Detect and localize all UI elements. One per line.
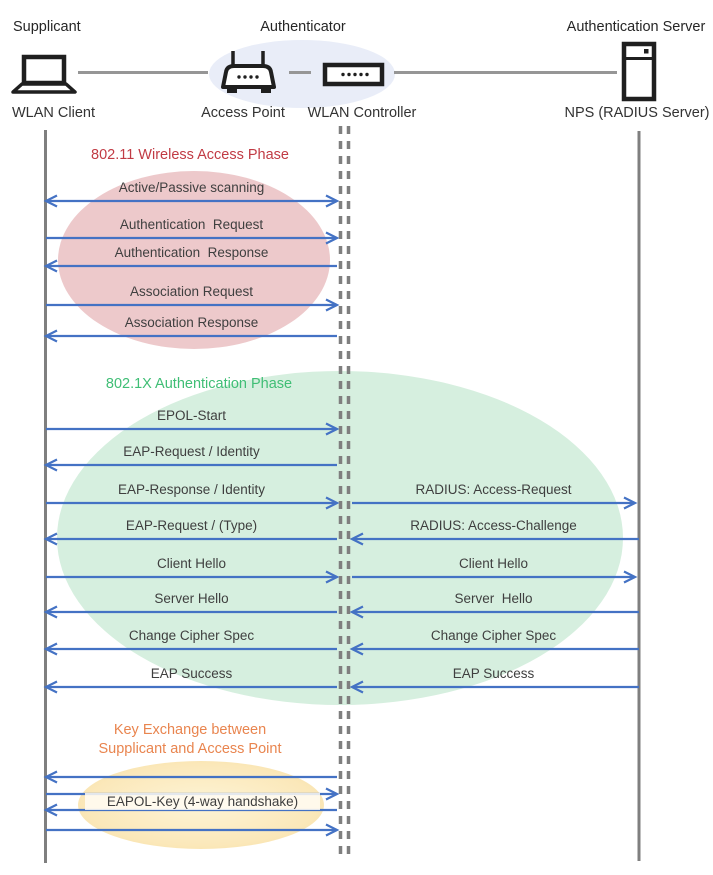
message-label: Change Cipher Spec xyxy=(430,628,557,643)
message-arrowhead xyxy=(43,259,58,273)
message-label: Client Hello xyxy=(458,556,529,571)
server-icon xyxy=(621,41,657,102)
node-label-wlan-client: WLAN Client xyxy=(12,105,95,121)
message-label: Server Hello xyxy=(454,591,533,606)
message-arrowhead xyxy=(349,532,364,546)
message-arrowhead xyxy=(325,231,340,245)
message-arrowhead xyxy=(325,422,340,436)
message-arrowhead xyxy=(43,329,58,343)
message-label: Authentication Response xyxy=(114,245,269,260)
laptop-icon xyxy=(11,54,77,94)
message-arrowhead xyxy=(325,787,340,801)
message-label: Server Hello xyxy=(154,591,229,606)
message-arrowhead xyxy=(325,570,340,584)
phase-title-wireless-access: 802.11 Wireless Access Phase xyxy=(91,147,289,163)
message-arrowhead xyxy=(623,496,638,510)
message-arrowhead xyxy=(43,642,58,656)
message-label: EAPOL-Key (4-way handshake) xyxy=(85,793,320,810)
role-label-supplicant: Supplicant xyxy=(13,19,81,35)
message-arrowhead xyxy=(43,803,58,817)
node-label-wlan-controller: WLAN Controller xyxy=(307,105,417,121)
message-arrowhead xyxy=(325,298,340,312)
message-label: RADIUS: Access-Challenge xyxy=(410,518,577,533)
message-arrowhead xyxy=(43,605,58,619)
message-arrowhead xyxy=(325,496,340,510)
message-label: EAP Success xyxy=(452,666,535,681)
message-label: EPOL-Start xyxy=(156,408,227,423)
message-arrowhead xyxy=(43,458,58,472)
message-label: EAP-Request / (Type) xyxy=(125,518,258,533)
message-arrowhead xyxy=(43,194,58,208)
role-label-authenticator: Authenticator xyxy=(260,19,346,35)
message-label: Change Cipher Spec xyxy=(128,628,255,643)
access-point-icon xyxy=(221,51,276,93)
message-arrowhead xyxy=(43,532,58,546)
wlan-controller-icon xyxy=(322,62,385,87)
message-arrowhead xyxy=(623,570,638,584)
message-arrowhead xyxy=(349,605,364,619)
message-arrowhead xyxy=(43,680,58,694)
message-label: Authentication Request xyxy=(119,217,264,232)
message-label: RADIUS: Access-Request xyxy=(415,482,572,497)
role-label-authentication-server: Authentication Server xyxy=(566,19,706,35)
message-arrowhead xyxy=(349,680,364,694)
message-arrowhead xyxy=(325,194,340,208)
message-label: Association Request xyxy=(129,284,254,299)
message-arrowhead xyxy=(43,770,58,784)
message-arrows-layer xyxy=(43,194,639,837)
message-label: EAP-Request / Identity xyxy=(123,444,260,459)
message-label: EAP-Response / Identity xyxy=(117,482,266,497)
phase-title-key-exchange: Key Exchange between Supplicant and Acce… xyxy=(98,722,282,757)
node-label-nps-radius-server: NPS (RADIUS Server) xyxy=(564,105,710,121)
message-label: EAP Success xyxy=(150,666,233,681)
message-label: Association Response xyxy=(124,315,259,330)
message-label: Active/Passive scanning xyxy=(118,180,265,195)
message-arrowhead xyxy=(349,642,364,656)
node-label-access-point: Access Point xyxy=(201,105,285,121)
message-arrowhead xyxy=(325,823,340,837)
message-label: Client Hello xyxy=(156,556,227,571)
phase-title-authentication: 802.1X Authentication Phase xyxy=(105,376,293,392)
